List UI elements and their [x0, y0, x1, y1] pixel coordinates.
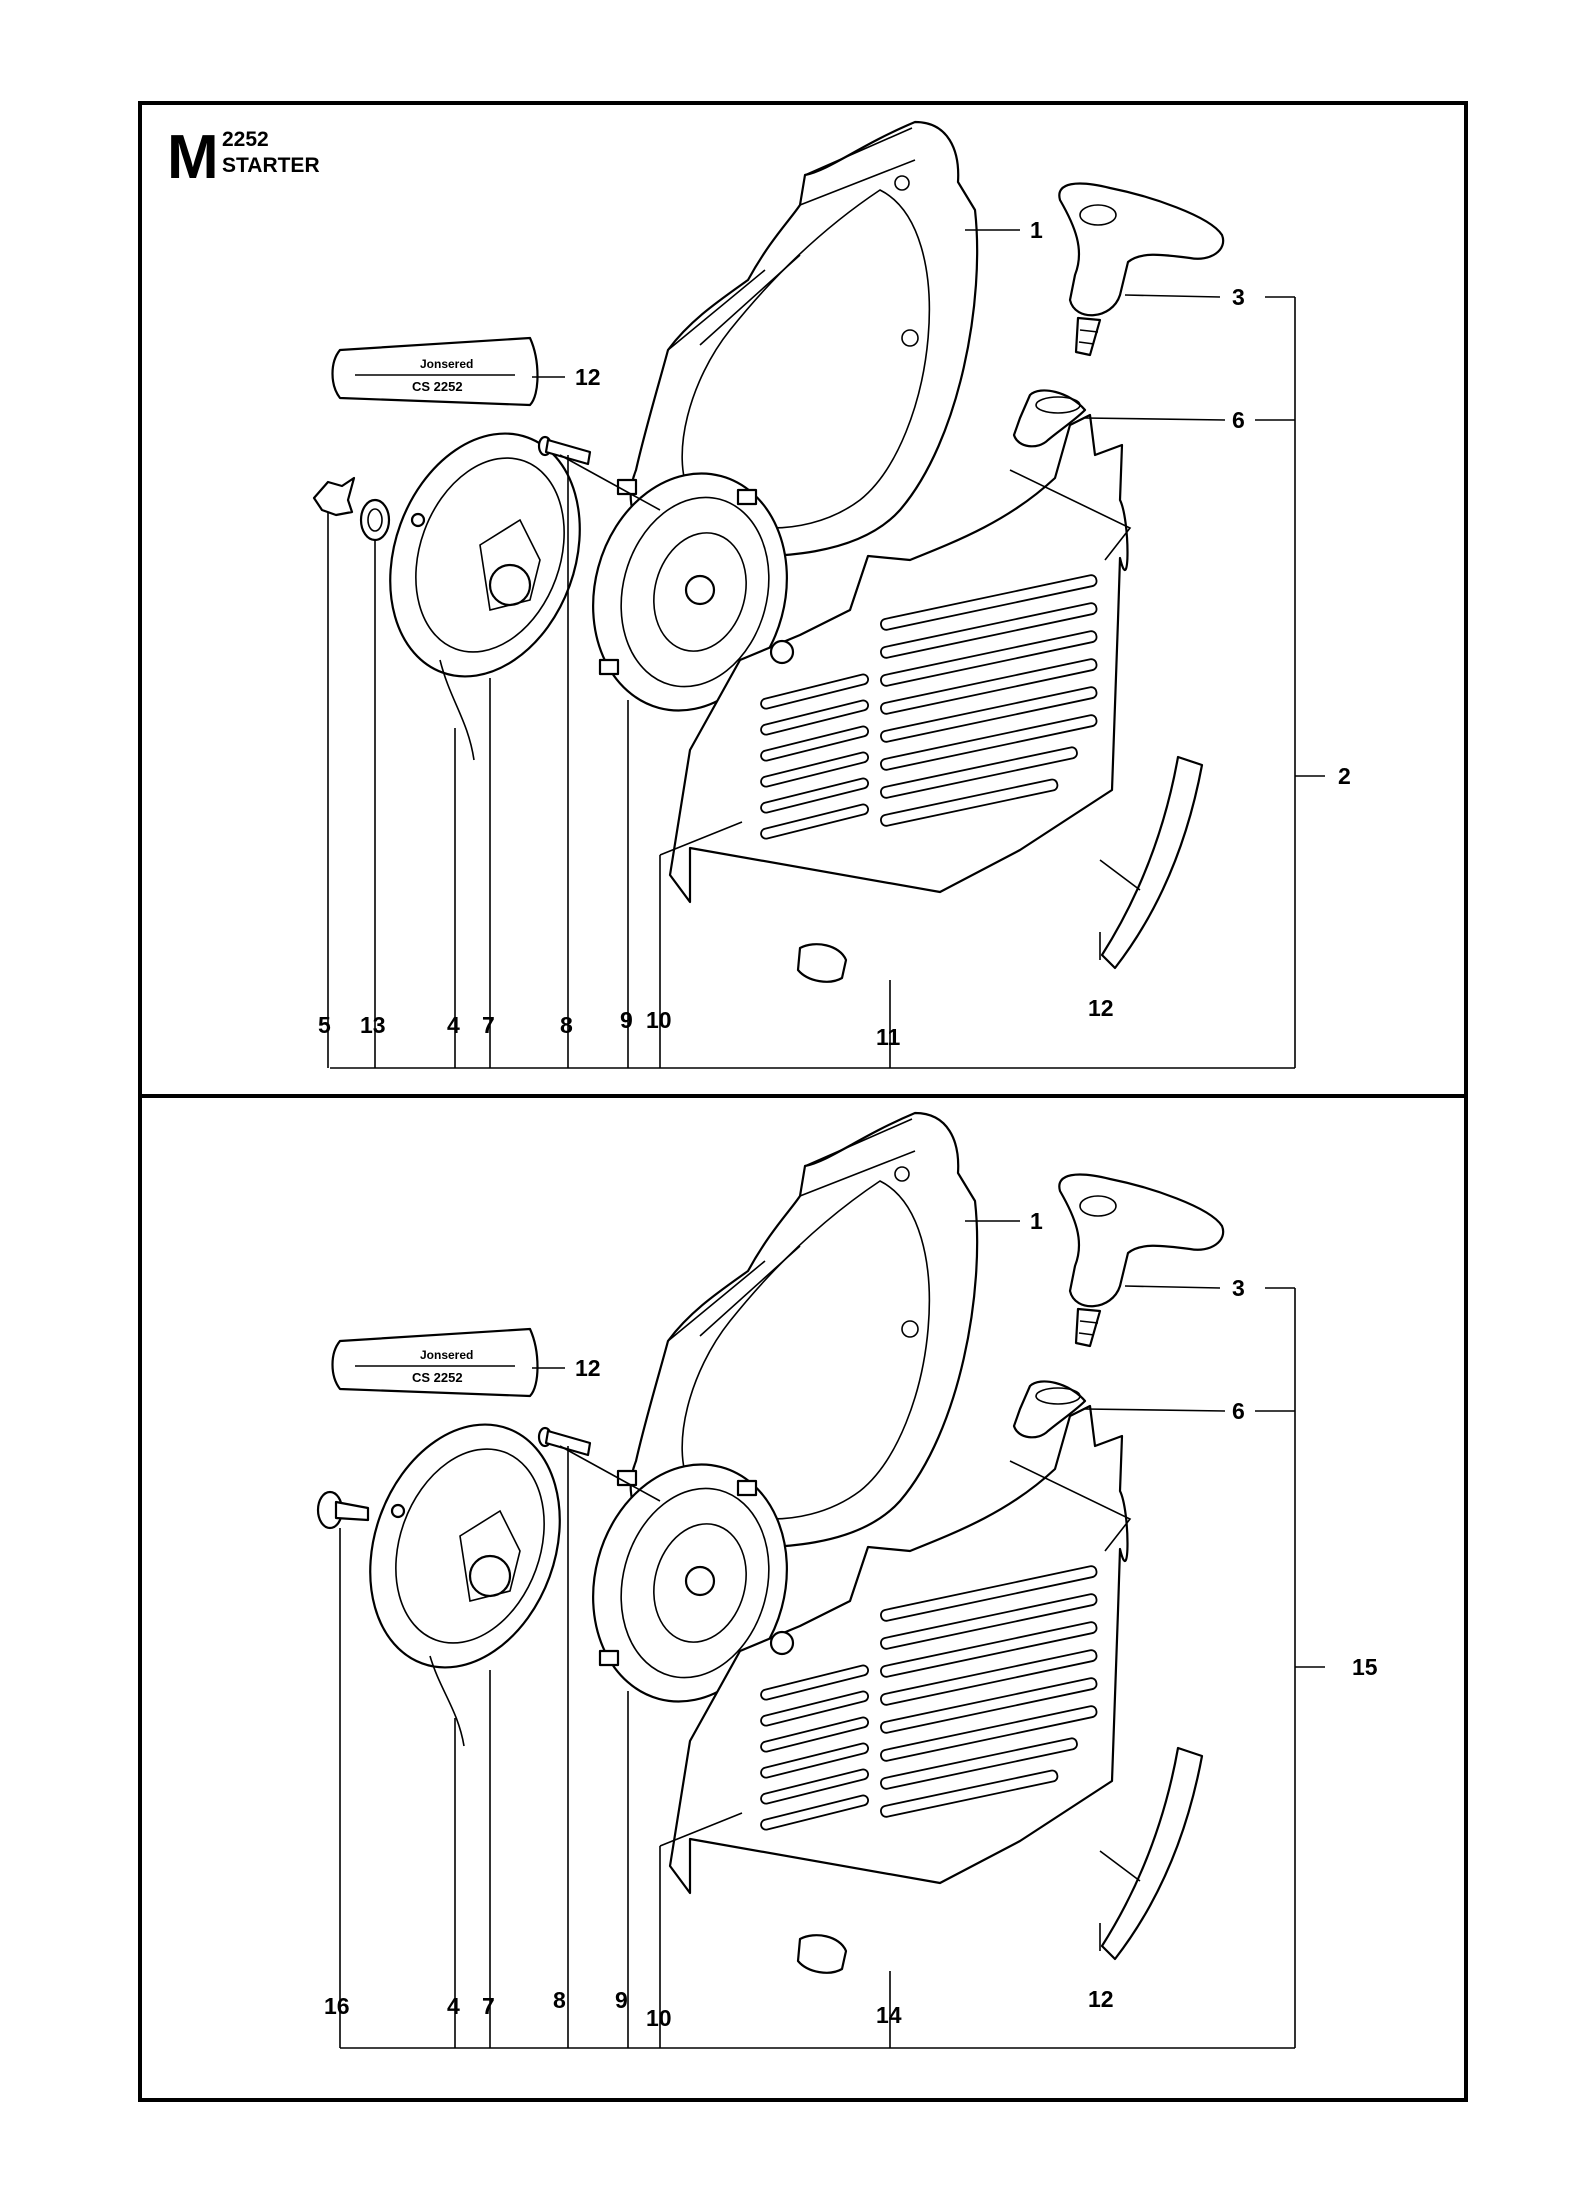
label-decal-side-2: 12 — [1088, 1986, 1114, 2012]
panel-1: Jonsered CS 2252 — [312, 120, 1351, 1069]
section-title: STARTER — [222, 154, 320, 177]
model-number: 2252 — [222, 128, 269, 151]
starter-pulley-part-2 — [592, 1463, 788, 1703]
label-pawl-boss: 10 — [646, 1007, 672, 1033]
label-clip: 5 — [318, 1012, 331, 1038]
decal-brand-text-2: Jonsered — [420, 1348, 473, 1362]
label-pin: 16 — [324, 1993, 350, 2019]
label-housing: 11 — [876, 1024, 901, 1050]
decal-side-part-2 — [1100, 1746, 1204, 1961]
starter-housing-part-2 — [668, 1404, 1129, 1974]
label-washer: 13 — [360, 1012, 386, 1038]
housing-vent-slots-2 — [760, 1565, 1098, 1831]
starter-housing-part — [668, 413, 1129, 983]
label-handle-2: 3 — [1232, 1275, 1245, 1301]
decal-top-part: Jonsered CS 2252 — [331, 336, 539, 407]
panel-2-leaders — [339, 1220, 1325, 2049]
screw-part-2 — [537, 1426, 592, 1457]
rope-bushing-part-2 — [1012, 1380, 1087, 1439]
label-decal-top-2: 12 — [575, 1355, 601, 1381]
label-pulley: 9 — [620, 1007, 633, 1033]
label-cover-2: 1 — [1030, 1208, 1043, 1234]
label-decal-side: 12 — [1088, 995, 1114, 1021]
fan-cover-part-2 — [629, 1111, 979, 1549]
label-spring-cassette: 7 — [482, 1012, 495, 1038]
label-assembly: 2 — [1338, 763, 1351, 789]
label-handle: 3 — [1232, 284, 1245, 310]
screw-part — [537, 435, 592, 466]
decal-model-text: CS 2252 — [412, 379, 463, 394]
washer-part — [359, 498, 391, 542]
pin-part — [316, 1490, 370, 1530]
decal-top-part-2: Jonsered CS 2252 — [331, 1327, 539, 1398]
starter-handle-part-2 — [1058, 1173, 1225, 1348]
clip-part — [312, 476, 356, 517]
label-bushing-2: 6 — [1232, 1398, 1245, 1424]
housing-vent-slots — [760, 574, 1098, 840]
label-rope: 4 — [447, 1012, 460, 1038]
label-screw: 8 — [560, 1012, 573, 1038]
label-spring-cassette-2: 7 — [482, 1993, 495, 2019]
label-housing-2: 14 — [876, 2002, 902, 2028]
panel-2: Jonsered CS 2252 — [316, 1111, 1378, 2049]
spring-cassette-part — [389, 432, 581, 678]
label-pawl-boss-2: 10 — [646, 2005, 672, 2031]
spring-cassette-part-2 — [369, 1423, 561, 1669]
rope-bushing-part — [1012, 389, 1087, 448]
decal-brand-text: Jonsered — [420, 357, 473, 371]
label-assembly-2: 15 — [1352, 1654, 1378, 1680]
label-decal-top: 12 — [575, 364, 601, 390]
label-rope-2: 4 — [447, 1993, 460, 2019]
label-screw-2: 8 — [553, 1987, 566, 2013]
outer-frame — [138, 101, 1468, 2102]
starter-rope-part — [439, 659, 475, 761]
starter-handle-part — [1058, 182, 1225, 357]
panel-1-leaders — [327, 229, 1325, 1069]
starter-rope-part-2 — [429, 1655, 465, 1747]
starter-pulley-part — [592, 472, 788, 712]
decal-side-part — [1100, 755, 1204, 970]
label-cover: 1 — [1030, 217, 1043, 243]
label-pulley-2: 9 — [615, 1987, 628, 2013]
label-bushing: 6 — [1232, 407, 1245, 433]
section-letter: M — [167, 123, 219, 192]
decal-model-text-2: CS 2252 — [412, 1370, 463, 1385]
